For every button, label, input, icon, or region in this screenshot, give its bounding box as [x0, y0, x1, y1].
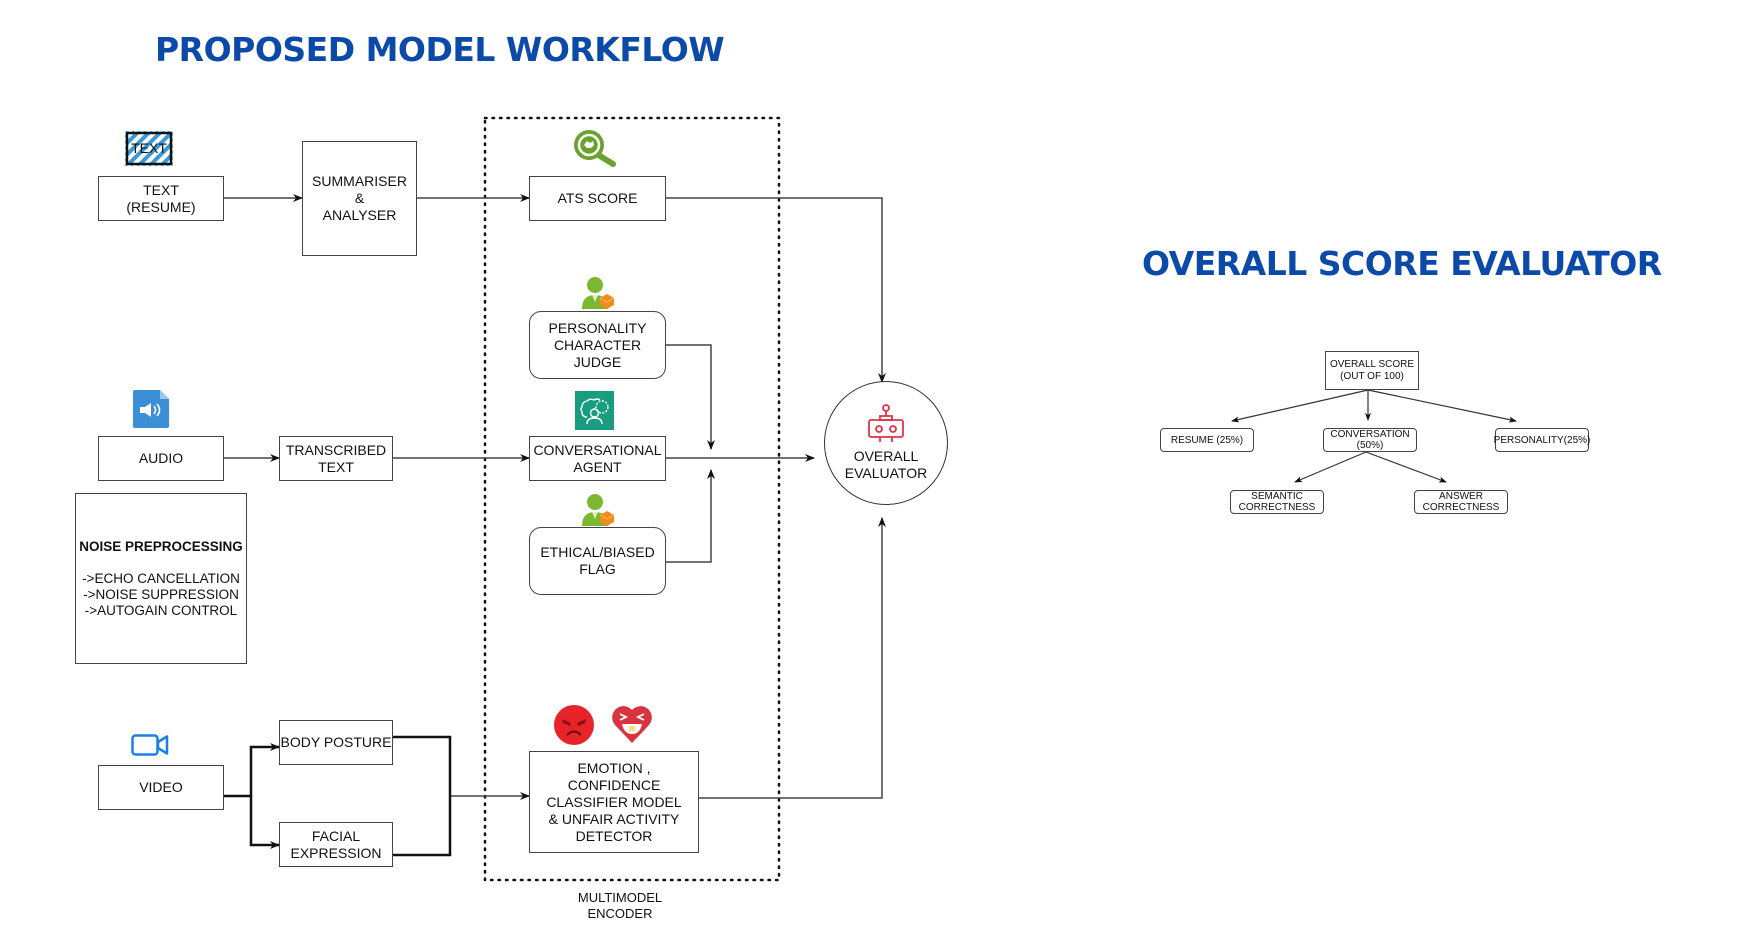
- angry-face-icon: [553, 704, 595, 746]
- arrow-personality-merge: [666, 344, 715, 450]
- personality-person-icon: [581, 276, 615, 310]
- evaluator-title: OVERALL SCORE EVALUATOR: [1142, 244, 1662, 283]
- score-answer-box: ANSWER CORRECTNESS: [1414, 490, 1508, 514]
- transcribed-text-box: TRANSCRIBED TEXT: [279, 436, 393, 481]
- arrow-video-facial: [249, 796, 280, 849]
- noise-item: ->ECHO CANCELLATION: [82, 570, 240, 586]
- audio-box: AUDIO: [98, 436, 224, 481]
- score-personality-box: PERSONALITY(25%): [1494, 428, 1590, 452]
- score-root-box: OVERALL SCORE (OUT OF 100): [1325, 351, 1419, 390]
- score-semantic-box: SEMANTIC CORRECTNESS: [1230, 490, 1324, 514]
- ethical-biased-flag-box: ETHICAL/BIASED FLAG: [529, 527, 666, 595]
- video-box: VIDEO: [98, 765, 224, 810]
- noise-preprocessing-title: NOISE PREPROCESSING: [79, 538, 243, 554]
- facial-expression-box: FACIAL EXPRESSION: [279, 822, 393, 867]
- noise-item: ->AUTOGAIN CONTROL: [84, 602, 238, 618]
- score-resume-box: RESUME (25%): [1160, 428, 1254, 452]
- arrow-conversation-semantic: [1294, 451, 1367, 483]
- arrow-root-personality: [1367, 389, 1517, 423]
- overall-evaluator-label: OVERALL EVALUATOR: [844, 448, 928, 481]
- audio-file-icon: [133, 390, 169, 428]
- summariser-analyser-box: SUMMARISER & ANALYSER: [302, 141, 417, 256]
- conversational-agent-box: CONVERSATIONAL AGENT: [529, 436, 666, 481]
- arrow-video-body: [224, 743, 280, 798]
- line-body-merge: [393, 735, 452, 857]
- laughing-heart-icon: [610, 703, 654, 745]
- encoder-border: [483, 116, 781, 882]
- ats-magnifier-icon: [571, 128, 619, 168]
- ats-score-box: ATS SCORE: [529, 176, 666, 221]
- ethical-person-icon: [581, 493, 615, 527]
- arrow-conversation-answer: [1365, 451, 1447, 483]
- noise-preprocessing-box: NOISE PREPROCESSING ->ECHO CANCELLATION …: [75, 493, 247, 664]
- brain-gear-icon: [575, 391, 614, 430]
- arrow-emotion-evaluator: [690, 517, 886, 799]
- personality-judge-box: PERSONALITY CHARACTER JUDGE: [529, 311, 666, 379]
- noise-item: ->NOISE SUPPRESSION: [83, 586, 239, 602]
- arrow-root-resume: [1231, 389, 1369, 423]
- text-document-icon: TEXT: [125, 131, 173, 166]
- video-camera-icon: [131, 734, 169, 756]
- encoder-label: MULTIMODEL ENCODER: [577, 890, 663, 921]
- overall-evaluator-node: OVERALL EVALUATOR: [824, 381, 948, 505]
- workflow-title: PROPOSED MODEL WORKFLOW: [155, 30, 725, 69]
- body-posture-box: BODY POSTURE: [279, 720, 393, 765]
- arrow-ethical-merge: [666, 469, 715, 563]
- score-conversation-box: CONVERSATION (50%): [1323, 428, 1417, 452]
- text-icon-label: TEXT: [131, 140, 167, 156]
- robot-icon: [868, 404, 904, 442]
- arrow-ats-evaluator: [666, 197, 886, 383]
- emotion-classifier-box: EMOTION , CONFIDENCE CLASSIFIER MODEL & …: [529, 751, 699, 853]
- text-resume-box: TEXT (RESUME): [98, 176, 224, 221]
